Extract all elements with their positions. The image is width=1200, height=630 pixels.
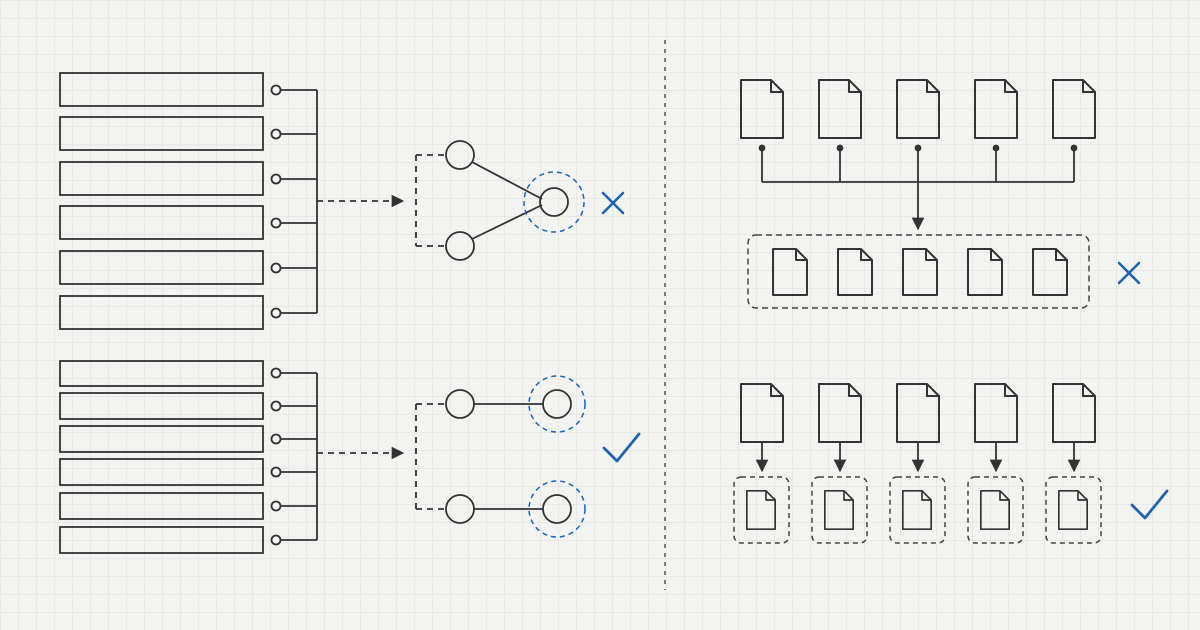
document-container — [889, 476, 946, 544]
shared-container — [747, 234, 1090, 309]
document-container — [811, 476, 868, 544]
check-icon — [1130, 489, 1169, 520]
stack-row — [59, 526, 264, 554]
stack-row — [59, 205, 264, 240]
branch-bracket — [415, 154, 446, 247]
target-node — [539, 187, 569, 217]
stack-row — [59, 295, 264, 330]
stack-row — [59, 458, 264, 486]
node-edge — [471, 204, 543, 240]
stack-row — [59, 360, 264, 387]
target-node — [542, 389, 572, 419]
node-edge — [471, 161, 543, 200]
stack-row — [59, 492, 264, 520]
input-node — [445, 140, 475, 170]
target-highlight — [523, 171, 585, 233]
stack-row — [59, 425, 264, 453]
target-highlight — [528, 375, 586, 433]
stack-row — [59, 116, 264, 151]
cross-icon — [1117, 261, 1141, 285]
row-stack — [59, 360, 264, 554]
target-node — [542, 494, 572, 524]
merge-connectors — [758, 144, 1078, 231]
stack-row — [59, 72, 264, 107]
document-container — [733, 476, 790, 544]
row-connectors — [270, 367, 318, 546]
left-bottom-diagram — [59, 360, 586, 554]
document-container — [1045, 476, 1102, 544]
input-node — [445, 231, 475, 261]
right-top-diagram — [740, 79, 1096, 309]
left-top-diagram — [59, 72, 585, 330]
stack-row — [59, 392, 264, 420]
row-stack — [59, 72, 264, 330]
document-container — [967, 476, 1024, 544]
check-icon — [602, 432, 641, 463]
right-bottom-diagram — [733, 383, 1102, 544]
direct-connectors — [755, 443, 1081, 473]
stack-row — [59, 250, 264, 285]
cross-icon — [601, 191, 625, 215]
branch-bracket — [415, 403, 446, 510]
target-highlight — [528, 480, 586, 538]
stack-row — [59, 161, 264, 196]
